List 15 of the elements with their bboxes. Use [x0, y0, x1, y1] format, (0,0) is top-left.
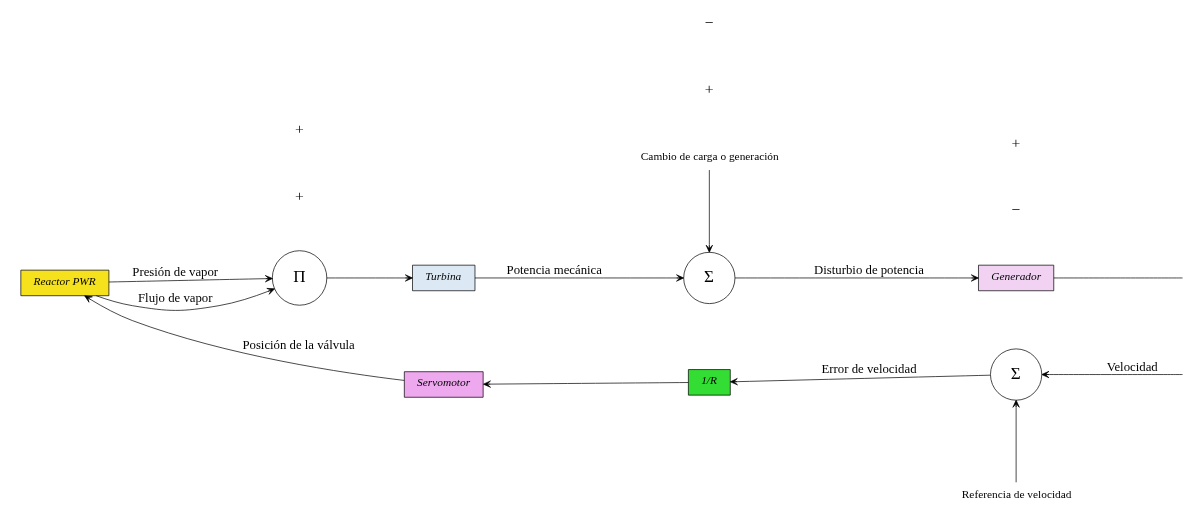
- edge-label: Presión de vapor: [132, 265, 219, 280]
- label: +: [294, 120, 304, 138]
- edge-label: Flujo de vapor: [138, 290, 213, 305]
- label: −: [1011, 201, 1021, 219]
- label: +: [1011, 134, 1021, 152]
- edge-label: Disturbio de potencia: [814, 262, 924, 277]
- node-text: Referencia de velocidad: [961, 487, 1072, 500]
- label: +: [294, 186, 304, 204]
- edge-label: Posición de la válvula: [242, 338, 355, 353]
- label: +: [704, 80, 714, 98]
- node-text: Cambio de carga o generación: [640, 149, 779, 162]
- edge-label: Velocidad: [1106, 359, 1158, 374]
- edge-label: Potencia mecánica: [506, 262, 602, 277]
- edge-label: Error de velocidad: [821, 361, 917, 376]
- label: −: [704, 13, 714, 31]
